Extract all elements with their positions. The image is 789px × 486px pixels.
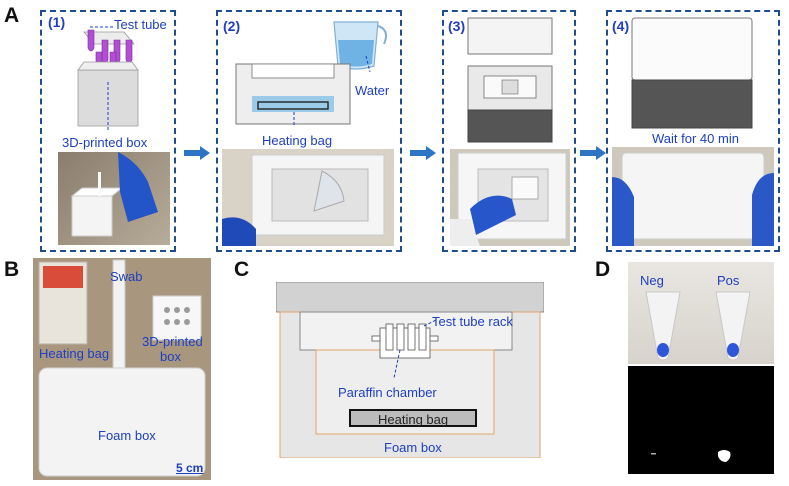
step-3-frame (442, 10, 576, 252)
step-4-frame (606, 10, 780, 252)
panel-b-photo (33, 258, 211, 480)
step-2-number: (2) (223, 18, 241, 34)
heating-bag-label-panel-b: Heating bag (39, 346, 110, 361)
cross-section-diagram (276, 282, 544, 458)
neg-label: Neg (640, 273, 664, 288)
test-tube-rack-illustration (62, 22, 152, 132)
foam-box-sealed-illustration (630, 16, 754, 130)
step-4-photo (612, 147, 774, 246)
scale-bar-label: 5 cm (176, 461, 204, 475)
step-1-frame (40, 10, 176, 252)
arrow-3-to-4 (580, 146, 606, 160)
water-label: Water (355, 83, 390, 98)
panel-letter-b: B (4, 258, 20, 281)
step-3-photo (450, 149, 570, 246)
step-3-number: (3) (448, 18, 466, 34)
heating-box-illustration (234, 60, 352, 126)
swab-label: Swab (110, 269, 143, 284)
step-1-photo (58, 152, 170, 245)
arrow-2-to-3 (410, 146, 436, 160)
wait-label: Wait for 40 min (652, 131, 739, 146)
foam-box-label-panel-c: Foam box (384, 440, 442, 455)
panel-letter-c: C (234, 258, 250, 281)
step-1-number: (1) (48, 14, 66, 30)
3d-printed-label-line-1: 3D-printed (142, 334, 203, 349)
tubes-photo (628, 262, 774, 364)
panel-letter-d: D (595, 258, 611, 281)
paraffin-chamber-label: Paraffin chamber (338, 385, 437, 400)
step-2-frame (216, 10, 402, 252)
foam-box-label-panel-b: Foam box (98, 428, 156, 443)
foam-box-closed-illustration (464, 14, 556, 144)
fluorescence-photo (628, 366, 774, 474)
panel-letter-a: A (4, 4, 20, 27)
3d-printed-label-line-2: box (160, 349, 181, 364)
test-tube-rack-label: Test tube rack (432, 314, 513, 329)
step-4-number: (4) (612, 18, 630, 34)
heating-bag-label-panel-c: Heating bag (378, 412, 449, 427)
heating-bag-label-step-2: Heating bag (262, 133, 333, 148)
arrow-1-to-2 (184, 146, 210, 160)
pos-label: Pos (717, 273, 740, 288)
step-2-photo (222, 149, 394, 246)
water-beaker-icon (326, 16, 392, 72)
3d-printed-box-label: 3D-printed box (62, 135, 148, 150)
test-tube-label: Test tube (114, 17, 167, 32)
